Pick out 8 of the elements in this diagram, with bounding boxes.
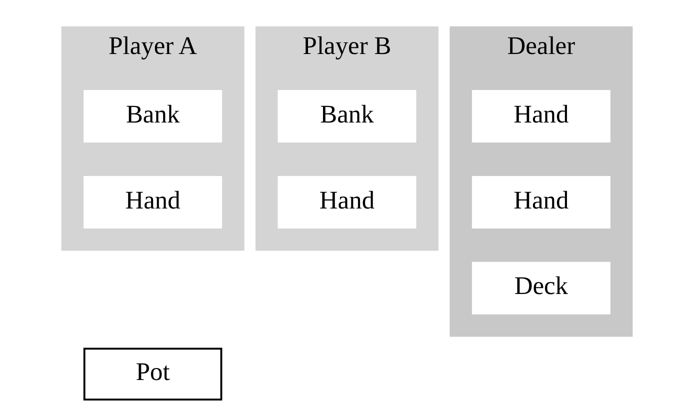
node-box: Hand [83, 176, 222, 228]
node-box: Bank [83, 90, 222, 143]
node-box: Hand [471, 176, 610, 228]
node-box: Hand [277, 176, 416, 228]
node-box: Bank [277, 90, 416, 143]
node-box: Hand [471, 90, 610, 143]
node-box: Deck [471, 262, 610, 314]
node-box: Pot [82, 348, 222, 401]
